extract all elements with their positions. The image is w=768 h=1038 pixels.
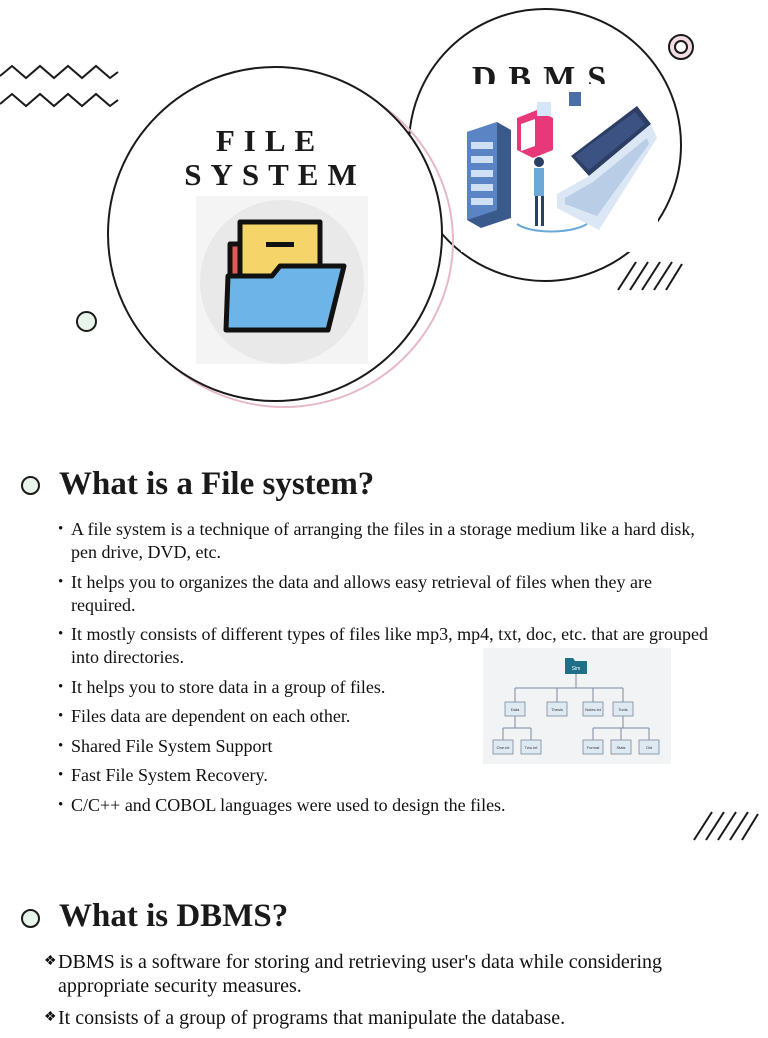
file-system-title-line2: SYSTEM — [184, 157, 366, 192]
directory-tree-diagram: Sim Data Thesis Notes.txt Tools One.txt … — [483, 648, 671, 764]
list-item: Fast File System Recovery. — [58, 764, 718, 787]
list-item: Shared File System Support — [58, 735, 718, 758]
dbms-heading: What is DBMS? — [59, 898, 289, 934]
list-item: Files data are dependent on each other. — [58, 705, 718, 728]
tree-node-label: Data — [511, 707, 520, 712]
section-bullet-icon — [21, 909, 40, 928]
list-item: DBMS is a software for storing and retri… — [44, 950, 744, 998]
tree-node-label: Thesis — [551, 707, 563, 712]
tree-node-label: Two.txt — [525, 745, 539, 750]
list-item: It mostly consists of different types of… — [58, 623, 718, 669]
file-system-heading: What is a File system? — [59, 466, 375, 502]
tree-node-label: Old — [646, 745, 652, 750]
tree-node-label: Stats — [616, 745, 625, 750]
list-item: It helps you to organizes the data and a… — [58, 571, 718, 617]
tree-node-label: Notes.txt — [585, 707, 602, 712]
tree-node-label: One.txt — [497, 745, 511, 750]
hatch-decoration — [693, 811, 759, 841]
ring-decoration-icon — [668, 34, 694, 60]
small-circle-decoration — [76, 311, 97, 332]
tree-node-label: Tools — [618, 707, 627, 712]
tree-root-label: Sim — [572, 666, 581, 672]
file-system-bullet-list: A file system is a technique of arrangin… — [58, 518, 718, 823]
list-item: It helps you to store data in a group of… — [58, 676, 718, 699]
list-item: C/C++ and COBOL languages were used to d… — [58, 794, 718, 817]
hatch-decoration — [617, 261, 683, 291]
list-item: A file system is a technique of arrangin… — [58, 518, 718, 564]
file-system-title-line1: FILE — [215, 123, 325, 158]
folder-open-icon — [196, 196, 368, 364]
zigzag-decoration — [0, 64, 119, 108]
server-laptop-illustration-icon — [461, 84, 658, 252]
section-bullet-icon — [21, 476, 40, 495]
list-item: It consists of a group of programs that … — [44, 1006, 744, 1030]
dbms-bullet-list: DBMS is a software for storing and retri… — [44, 950, 744, 1038]
tree-node-label: Format — [587, 745, 601, 750]
